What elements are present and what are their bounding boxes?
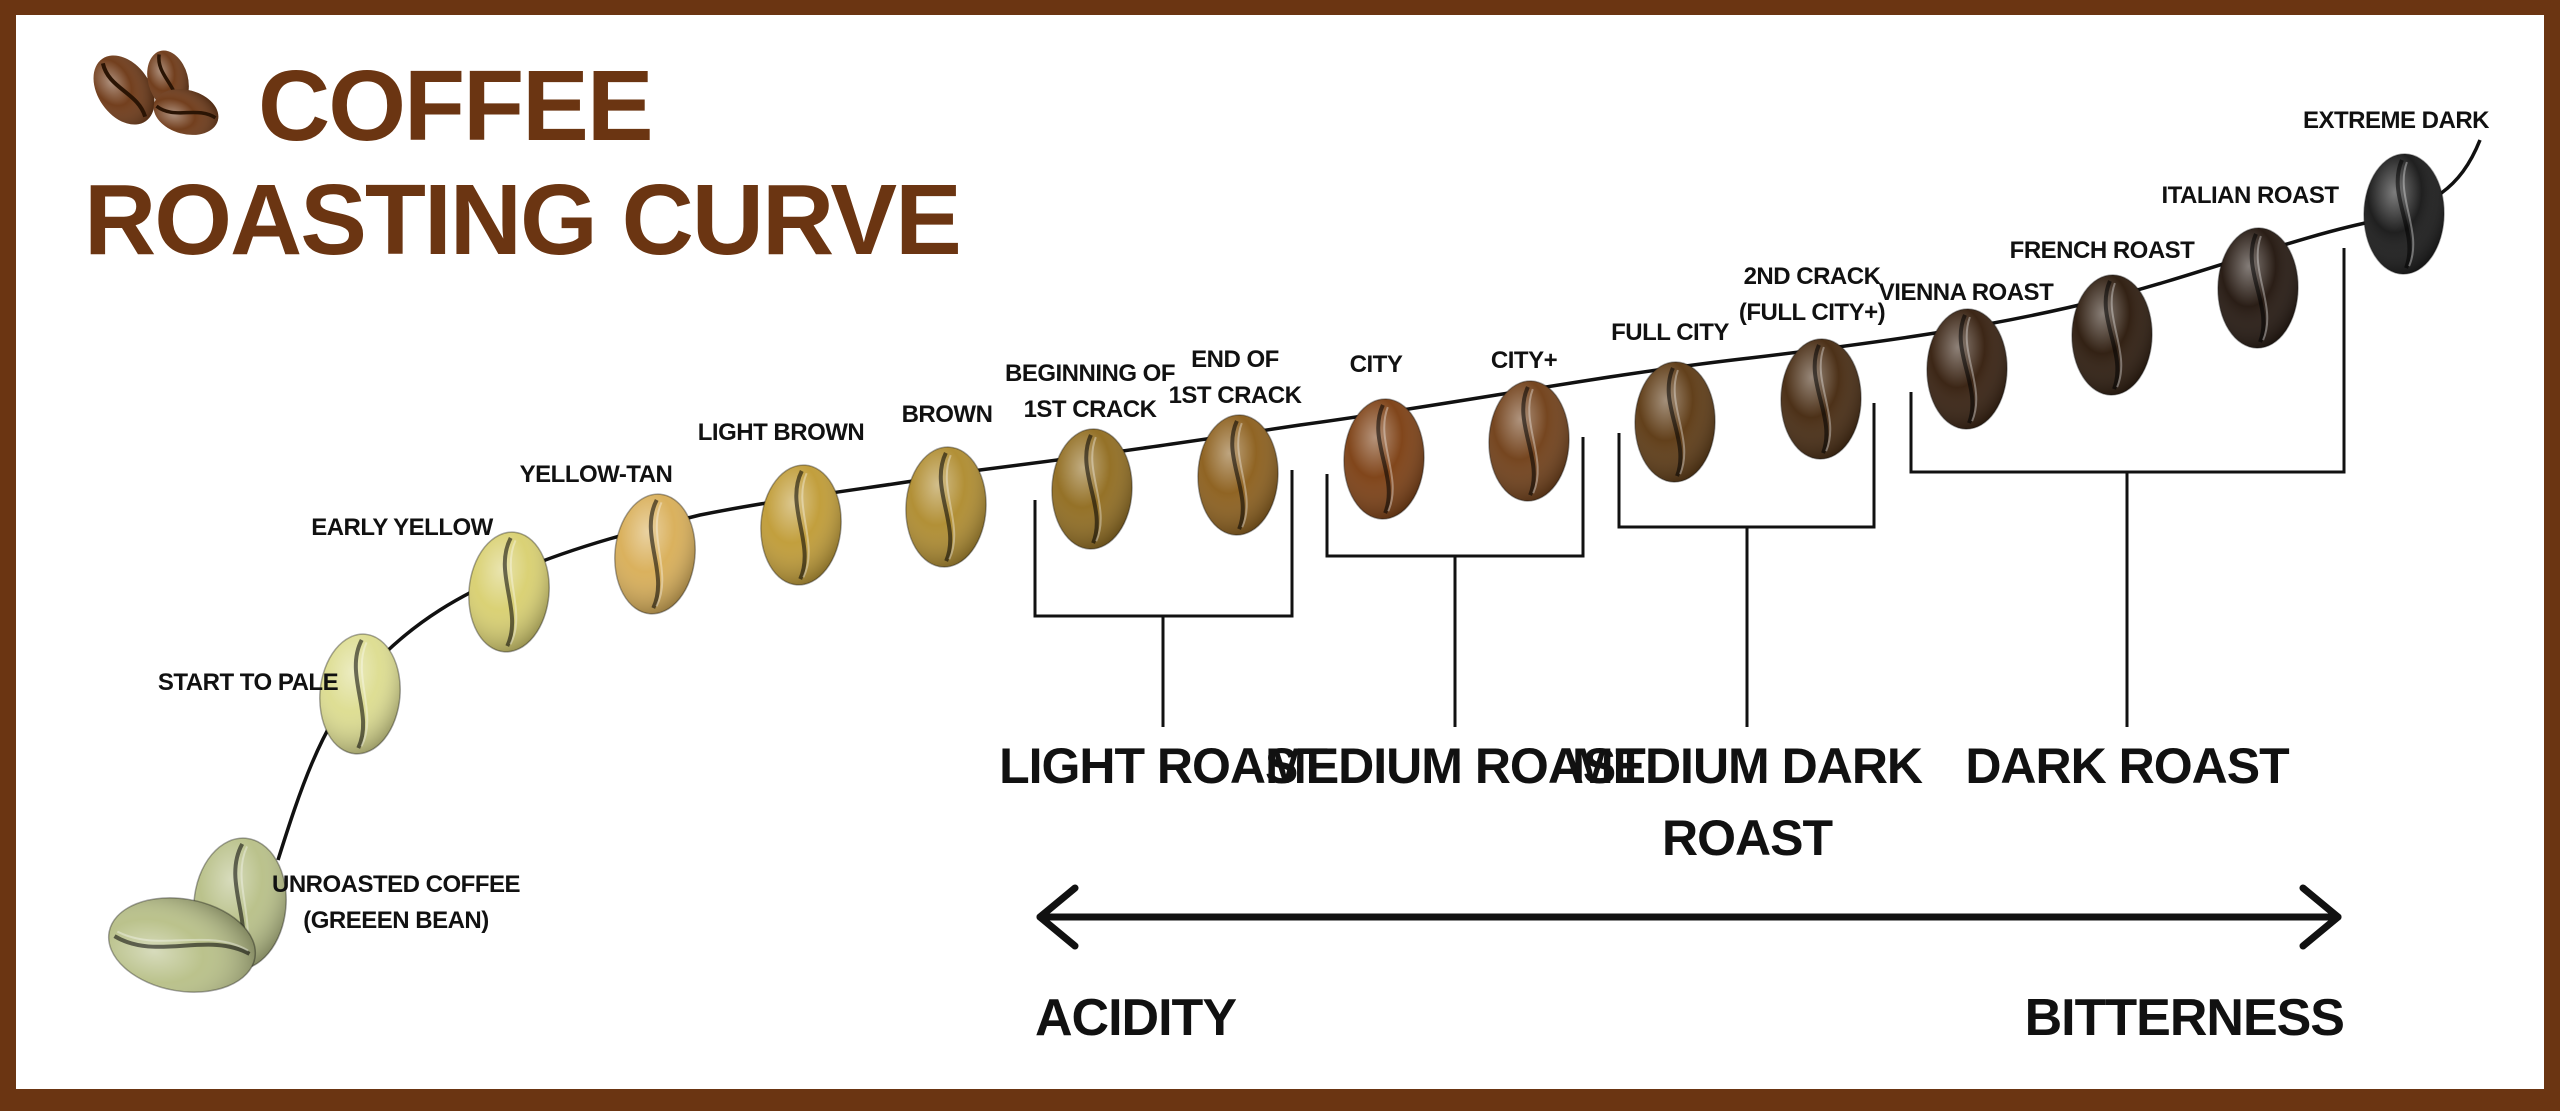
dark-roast-bracket <box>1909 248 2346 727</box>
bean-brown <box>905 446 987 568</box>
bean-vienna-roast <box>1926 308 2008 430</box>
bean-end-1st-crack <box>1197 414 1279 536</box>
stage-label-italian-roast-line-1: ITALIAN ROAST <box>2161 182 2339 209</box>
stage-label-start-to-pale-line-1: START TO PALE <box>158 669 339 696</box>
axis-label-acidity: ACIDITY <box>1035 989 1236 1047</box>
title-line-2: ROASTING CURVE <box>84 164 960 276</box>
stage-label-beginning-1st-crack-line-2: 1ST CRACK <box>1024 396 1158 423</box>
bean-stages <box>107 153 2445 993</box>
bean-light-brown <box>760 464 842 586</box>
bean-unroasted-front <box>107 897 257 993</box>
group-label-medium-dark-roast-line-2: ROAST <box>1662 810 1832 866</box>
medium-dark-roast-bracket <box>1617 403 1876 727</box>
bean-extreme-dark <box>2363 153 2445 275</box>
stage-label-full-city-line-1: FULL CITY <box>1611 319 1729 346</box>
bean-city <box>1343 398 1425 520</box>
bean-2nd-crack <box>1780 338 1862 460</box>
frame-background <box>16 15 2544 1089</box>
stage-label-vienna-roast-line-1: VIENNA ROAST <box>1879 279 2054 306</box>
stage-label-early-yellow-line-1: EARLY YELLOW <box>311 514 493 541</box>
stage-label-unroasted-line-1: UNROASTED COFFEE <box>272 871 521 898</box>
medium-roast-bracket <box>1325 437 1585 727</box>
stage-labels: UNROASTED COFFEE (GREEEN BEAN) START TO PA… <box>158 107 2491 934</box>
bean-yellow-tan <box>614 493 696 615</box>
bean-city-plus <box>1488 380 1570 502</box>
group-label-medium-dark-roast-line-1: MEDIUM DARK <box>1572 738 1923 794</box>
axis-label-bitterness: BITTERNESS <box>2025 989 2344 1047</box>
stage-label-beginning-1st-crack-line-1: BEGINNING OF <box>1005 360 1175 387</box>
stage-label-end-1st-crack-line-2: 1ST CRACK <box>1169 382 1303 409</box>
stage-label-brown-line-1: BROWN <box>902 401 993 428</box>
stage-label-end-1st-crack-line-1: END OF <box>1191 346 1279 373</box>
bean-early-yellow <box>468 531 550 653</box>
bean-unroasted <box>107 837 287 993</box>
stage-label-extreme-dark-line-1: EXTREME DARK <box>2303 107 2490 134</box>
group-label-light-roast: LIGHT ROAST <box>999 738 1327 794</box>
stage-label-yellow-tan-line-1: YELLOW-TAN <box>520 461 673 488</box>
light-roast-bracket <box>1033 470 1294 727</box>
title-line-1: COFFEE <box>258 50 652 162</box>
bean-start-to-pale <box>319 633 401 755</box>
stage-label-2nd-crack-line-1: 2ND CRACK <box>1744 263 1882 290</box>
bean-french-roast <box>2071 274 2153 396</box>
group-label-medium-roast: MEDIUM ROAST <box>1265 738 1645 794</box>
bean-italian-roast <box>2217 227 2299 349</box>
stage-label-french-roast-line-1: FRENCH ROAST <box>2010 237 2196 264</box>
coffee-beans-logo-icon <box>93 50 219 135</box>
stage-label-city-plus-line-1: CITY+ <box>1491 347 1558 374</box>
acidity-bitterness-arrow <box>1036 884 2342 950</box>
bean-full-city <box>1634 361 1716 483</box>
bean-beginning-1st-crack <box>1051 428 1133 550</box>
stage-label-light-brown-line-1: LIGHT BROWN <box>698 419 864 446</box>
stage-label-2nd-crack-line-2: (FULL CITY+) <box>1739 299 1885 326</box>
stage-label-unroasted-line-2: (GREEEN BEAN) <box>303 907 489 934</box>
group-label-dark-roast: DARK ROAST <box>1965 738 2289 794</box>
stage-label-city-line-1: CITY <box>1350 351 1403 378</box>
